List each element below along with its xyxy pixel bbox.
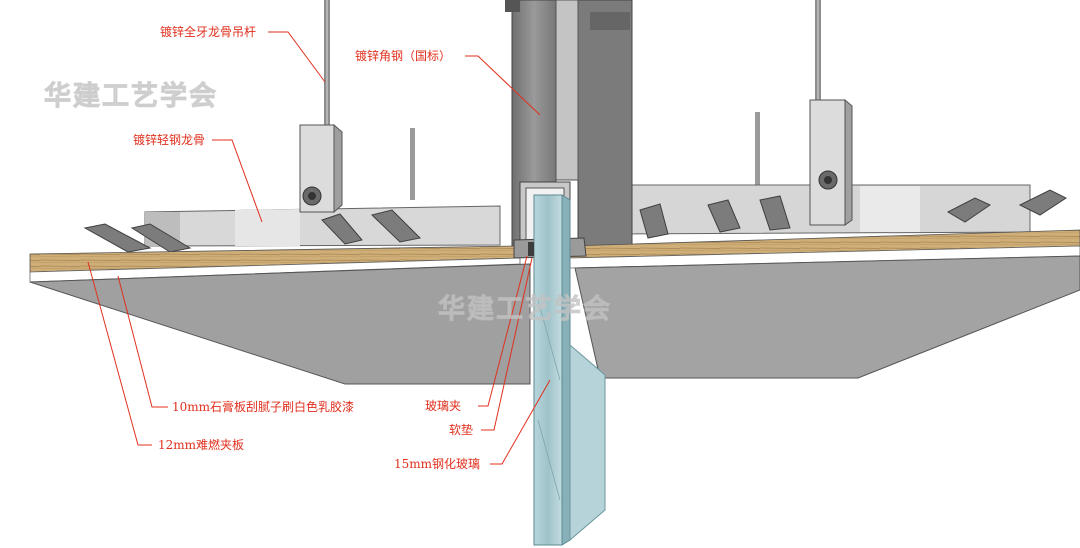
watermark-left: 华建工艺学会 [44,81,218,113]
watermark-center: 华建工艺学会 [438,294,612,326]
fire-plywood-layer [29,229,1080,273]
label-angle-steel: 镀锌角钢（国标） [355,49,452,63]
hanger-brackets [299,98,853,226]
label-light-keel: 镀锌轻钢龙骨 [133,133,206,147]
tempered-glass [533,194,606,546]
label-hanger-rod: 镀锌全牙龙骨吊杆 [160,25,257,39]
leader-lines [87,31,551,465]
soft-pad [528,242,534,256]
label-tempered-glass: 15mm钢化玻璃 [394,457,481,471]
label-gypsum-board: 10mm石膏板刮腻子刷白色乳胶漆 [172,400,355,414]
hanger-rods [324,0,821,200]
label-fire-plywood: 12mm难燃夹板 [158,438,245,452]
c-channels [83,189,1068,253]
label-soft-pad: 软垫 [449,423,474,437]
gypsum-board [29,245,1080,385]
label-glass-clamp: 玻璃夹 [425,399,462,413]
